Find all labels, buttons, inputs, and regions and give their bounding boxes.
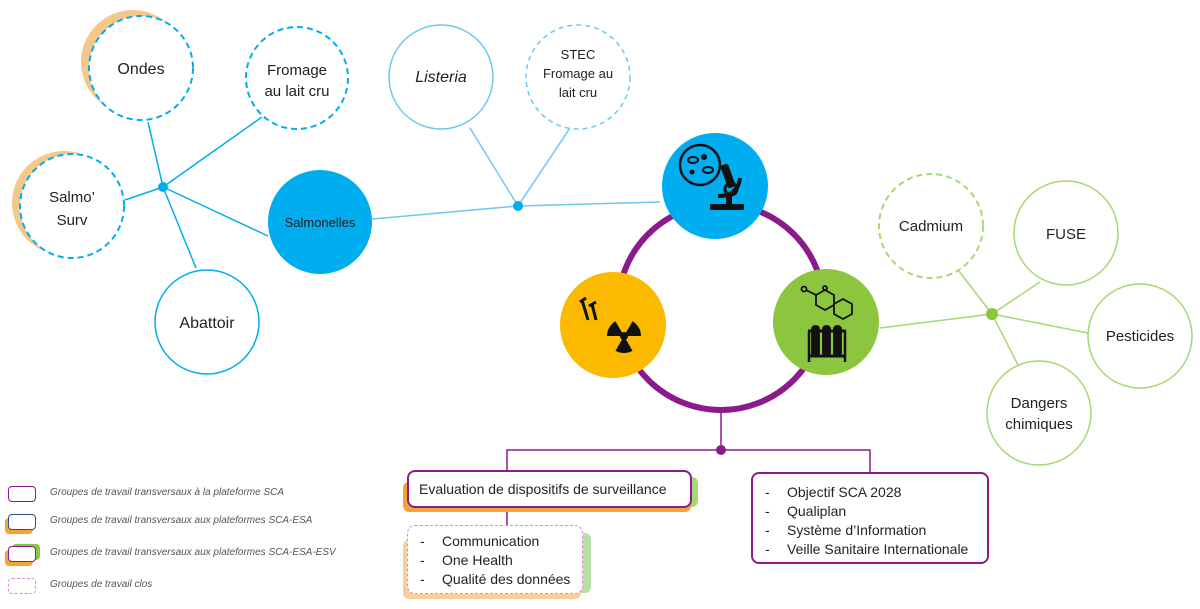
closed-groups-list: Communication One Health Qualité des don… [420,532,582,589]
legend-swatch-blue [8,514,36,530]
node-label-line-3: lait cru [559,85,597,100]
node-cadmium: Cadmium [878,173,984,279]
node-label-line-1: STEC [561,47,596,62]
legend-swatch-purple [8,546,36,562]
connector-bar [506,449,871,472]
list-item: Objectif SCA 2028 [765,483,987,502]
node-label: Ondes [117,61,164,78]
node-pesticides: Pesticides [1087,283,1193,389]
node-label-line-2: chimiques [1005,416,1073,433]
node-label-line-1: Fromage [267,62,327,79]
connector-salmonelles-hub [371,205,519,220]
node-label-line-1: Dangers [1011,395,1068,412]
list-item: Qualiplan [765,502,987,521]
connector-abattoir [162,186,197,269]
hub-radiation [560,272,666,378]
node-label: Pesticides [1106,328,1174,345]
connector-dangers [991,313,1019,366]
junction-dot-left [158,182,168,192]
connector-pesticides [991,313,1089,334]
sca-groups-box: Objectif SCA 2028 Qualiplan Système d’In… [751,472,989,564]
blue-cluster-connectors [124,116,269,269]
legend-label: Groupes de travail transversaux aux plat… [50,515,313,526]
evaluation-box: Evaluation de dispositifs de surveillanc… [407,470,692,508]
legend-swatch-purple [8,486,36,502]
node-fuse: FUSE [1013,180,1119,286]
node-label: Cadmium [899,218,963,235]
list-item: Système d’Information [765,521,987,540]
node-listeria: Listeria [388,24,494,130]
connector-fromage [162,116,263,188]
node-label: Salmonelles [285,215,356,230]
connector-salmo-surv [124,186,164,201]
legend-label: Groupes de travail transversaux aux plat… [50,547,336,558]
hub-bacteria [662,133,768,239]
green-connectors [879,269,1089,366]
junction-dot-bottom [716,445,726,455]
closed-groups-box: Communication One Health Qualité des don… [407,525,583,594]
node-fromage: Fromage au lait cru [245,26,349,130]
node-label-line-1: Salmo’ [49,189,95,206]
node-ondes: Ondes [81,10,194,121]
node-label-line-2: Surv [57,212,88,229]
list-item: One Health [420,551,582,570]
list-item: Communication [420,532,582,551]
connector-fuse [991,281,1041,315]
connector-listeria [469,127,519,207]
connector-chem-hub [879,313,993,329]
legend-swatch-dashed [8,578,36,594]
connector-cadmium [957,269,993,315]
connector-bacteria-hub [517,201,661,207]
microscope-bacteria-icon [678,143,744,210]
legend-label: Groupes de travail transversaux à la pla… [50,487,284,498]
node-stec: STEC Fromage au lait cru [525,24,631,130]
connector-stec [517,127,571,207]
junction-dot-right [986,308,998,320]
node-abattoir: Abattoir [154,269,260,375]
connector-ondes [147,121,164,188]
node-salmo-surv: Salmo’ Surv [12,151,125,259]
node-label: FUSE [1046,226,1086,243]
node-dangers-chimiques: Dangers chimiques [986,360,1092,466]
junction-dot-center [513,201,523,211]
node-label: Listeria [415,69,467,86]
hub-chemistry [773,269,879,375]
node-label-line-2: au lait cru [264,83,329,100]
test-tubes-molecule-icon [800,285,853,362]
radiation-icon [579,296,641,353]
legend-label: Groupes de travail clos [50,579,153,590]
node-salmonelles: Salmonelles [268,170,372,274]
node-label-line-2: Fromage au [543,66,613,81]
evaluation-label: Evaluation de dispositifs de surveillanc… [419,481,667,497]
light-blue-connectors [371,127,661,220]
node-label: Abattoir [179,315,235,332]
list-item: Qualité des données [420,570,582,589]
sca-groups-list: Objectif SCA 2028 Qualiplan Système d’In… [765,483,987,559]
list-item: Veille Sanitaire Internationale [765,540,987,559]
connector-salmonelles [162,186,269,237]
